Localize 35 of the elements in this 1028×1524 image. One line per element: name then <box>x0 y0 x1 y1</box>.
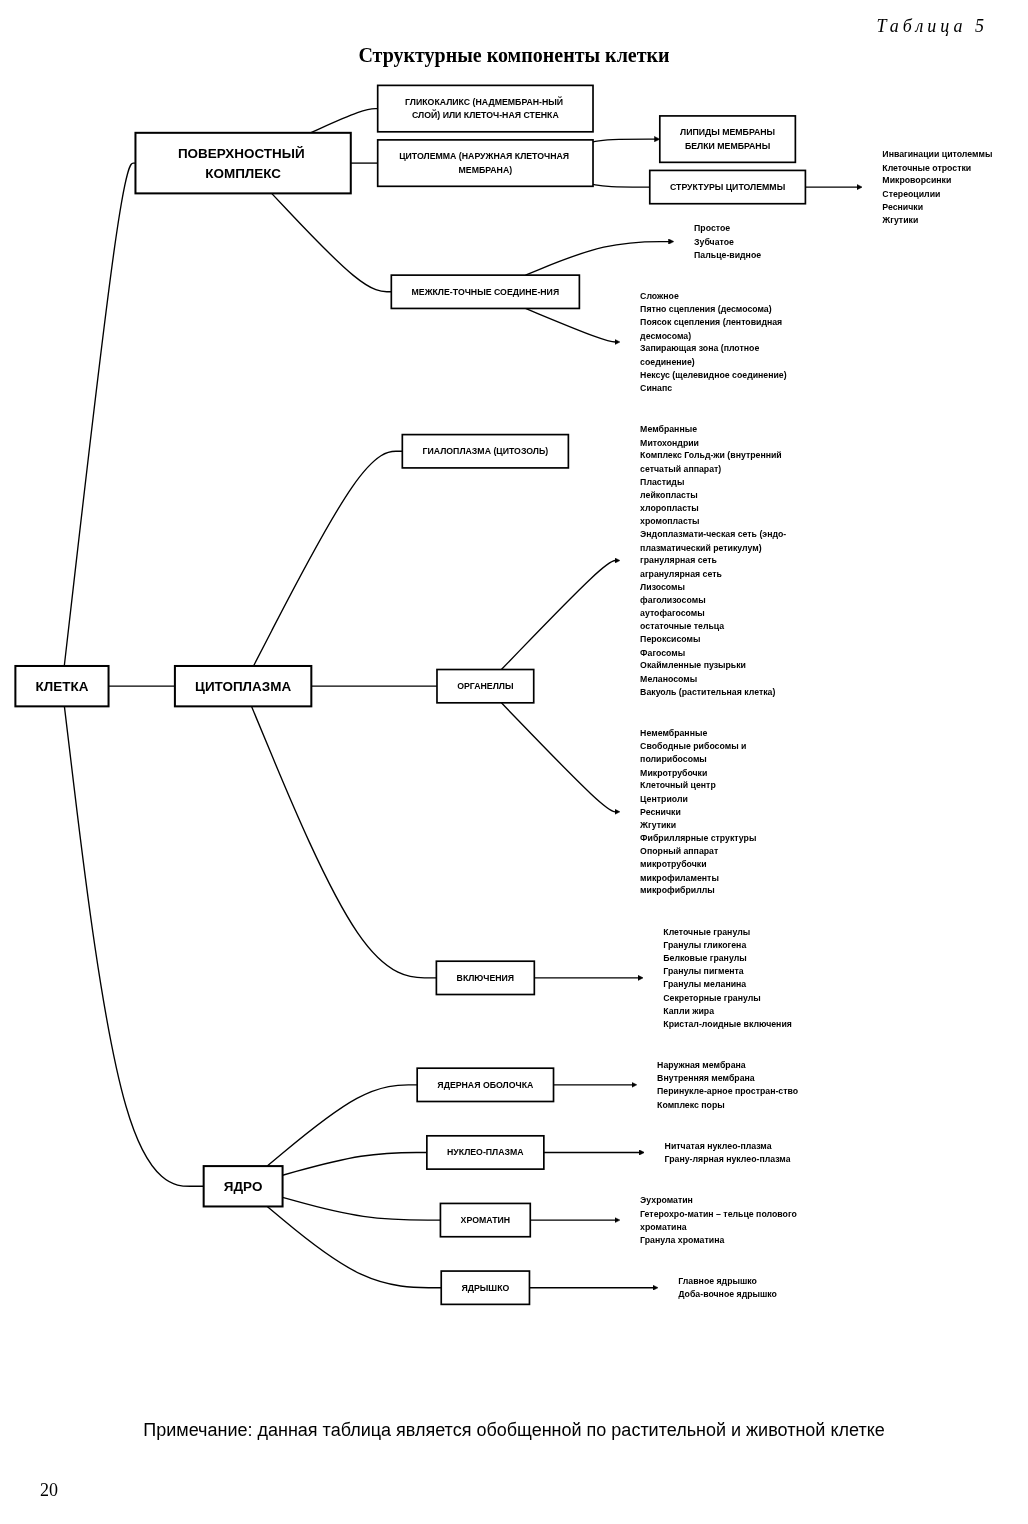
node-text: Клеточные гранулы Гранулы гликогена Белковые гранулы Гранулы пигмента Гранулы меланина Секреторные гранулы Капли жира Кристал-лоидные включения <box>663 926 792 1029</box>
arrow <box>500 702 621 815</box>
node-box: ЦИТОПЛАЗМА <box>173 664 313 708</box>
node-text: Главное ядрышко Доба-вочное ядрышко <box>678 1275 777 1300</box>
node-box: КЛЕТКА <box>14 664 110 708</box>
node-text: Инвагинации цитолеммы Клеточные отростки Микроворсинки Стереоцилии Реснички Жгутики <box>882 149 993 225</box>
node-box: ГИАЛОПЛАЗМА (ЦИТОЗОЛЬ) <box>401 433 570 469</box>
node-box: ЯДРО <box>202 1165 284 1208</box>
connector <box>266 1084 418 1167</box>
title: Структурные компоненты клетки <box>357 44 671 67</box>
node-text: Нитчатая нуклео-плазма Грану-лярная нуклео-плазма <box>664 1140 791 1164</box>
node-box: НУКЛЕО-ПЛАЗМА <box>426 1135 545 1170</box>
note: Примечание: данная таблица является обобщенной по растительной и животной клетке <box>142 1420 886 1441</box>
node-text: Сложное Пятно сцепления (десмосома) Поясок сцепления (лентовидная десмосома) Запирающая зона (плотное соединение) Нексус (щелевидное соединение) Синапс <box>640 290 787 393</box>
arrow <box>543 1149 645 1156</box>
node-text: Простое Зубчатое Пальце-видное <box>694 223 762 260</box>
node-box: ОРГАНЕЛЛЫ <box>436 668 535 704</box>
node-box: СТРУКТУРЫ ЦИТОЛЕММЫ <box>648 169 807 205</box>
node-box: ЯДРЫШКО <box>440 1270 531 1306</box>
node-box: ЦИТОЛЕММА (НАРУЖНАЯ КЛЕТОЧНАЯ МЕМБРАНА) <box>376 139 594 188</box>
node-box: ПОВЕРХНОСТНЫЙ КОМПЛЕКС <box>134 131 352 195</box>
node-text: Наружная мембрана Внутренняя мембрана Перинукле-арное простран-ство Комплекс поры <box>657 1059 799 1110</box>
page-number: 20 <box>40 1480 58 1501</box>
node-box: ЯДЕРНАЯ ОБОЛОЧКА <box>416 1067 555 1103</box>
arrow <box>500 557 621 671</box>
arrow <box>524 307 621 345</box>
node-box: МЕЖКЛЕ-ТОЧНЫЕ СОЕДИНЕ-НИЯ <box>390 274 581 310</box>
node-text: Эухроматин Гетерохро-матин – тельце полового хроматина Гранула хроматина <box>640 1195 797 1245</box>
node-text: Немембранные Свободные рибосомы и полирибосомы Микротрубочки Клеточный центр Центриоли Реснички Жгутики Фибриллярные структуры Опорный аппарат микротрубочки микрофиламенты микрофибриллы <box>640 727 757 896</box>
node-box: ХРОМАТИН <box>439 1202 532 1238</box>
node-text: Мембранные Митохондрии Комплекс Гольд-жи (внутренний сетчатый аппарат) Пластиды лейкопласты хлоропласты хромопласты Эндоплазмати-ческая сеть (эндо-плазматический ретикулум) гранулярная сеть агранулярная сеть Лизосомы фаголизосомы аутофагосомы остаточные тельца Пероксисомы Фагосомы Окаймленные пузырьки Меланосомы Вакуоль (растительная клетка) <box>640 424 787 697</box>
node-box: ВКЛЮЧЕНИЯ <box>435 960 536 996</box>
node-box: ГЛИКОКАЛИКС (НАДМЕМБРАН-НЫЙ СЛОЙ) ИЛИ КЛЕТОЧ-НАЯ СТЕНКА <box>376 84 594 133</box>
table-number: Таблица 5 <box>876 16 988 37</box>
node-box: ЛИПИДЫ МЕМБРАНЫ БЕЛКИ МЕМБРАНЫ <box>658 115 797 164</box>
